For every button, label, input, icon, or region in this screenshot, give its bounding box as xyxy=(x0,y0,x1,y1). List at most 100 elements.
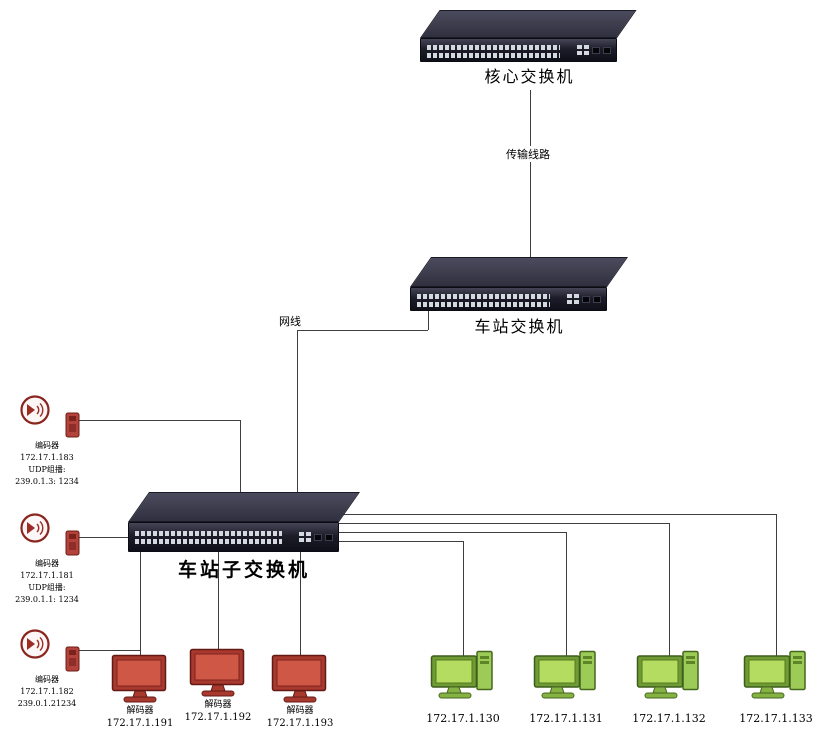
sub-switch[interactable] xyxy=(128,492,361,552)
computer-node-1[interactable]: 172.17.1.130 xyxy=(411,650,515,725)
sub-switch-label: 车站子交换机 xyxy=(177,559,310,581)
decoder-name: 解码器 xyxy=(286,706,314,716)
sfp-slot xyxy=(582,295,590,303)
decoder-monitor-icon xyxy=(189,648,245,697)
decoder-node-1[interactable]: 解码器 172.17.1.191 xyxy=(100,654,180,730)
desktop-computer-icon xyxy=(533,650,596,699)
desktop-computer-icon xyxy=(636,650,699,699)
computer-ip: 172.17.1.133 xyxy=(739,712,813,725)
wire-trunk xyxy=(530,90,531,258)
decoder-node-3[interactable]: 解码器 172.17.1.193 xyxy=(260,654,340,730)
computer-node-4[interactable]: 172.17.1.133 xyxy=(724,650,828,725)
uplink-port-grid xyxy=(299,532,311,542)
wire-pc3-v xyxy=(669,523,670,657)
core-switch[interactable] xyxy=(420,10,639,62)
lan-link-label: 网线 xyxy=(277,313,303,329)
decoder-ip: 172.17.1.192 xyxy=(184,712,252,723)
uplink-port xyxy=(584,45,589,49)
wire-lan-horizontal xyxy=(297,330,428,331)
uplink-ports xyxy=(299,532,333,542)
switch-front-face xyxy=(420,38,617,62)
uplink-ports xyxy=(577,45,611,55)
encoder-node-3[interactable]: 编码器 172.17.1.182 239.0.1.21234 xyxy=(8,628,86,710)
uplink-port xyxy=(567,300,572,304)
uplink-port-grid xyxy=(577,45,589,55)
uplink-port xyxy=(306,538,311,542)
decoder-name: 解码器 xyxy=(204,700,232,710)
uplink-port xyxy=(584,51,589,55)
encoder-multicast: 239.0.1.3: 1234 xyxy=(15,477,79,486)
encoder-name: 编码器 xyxy=(35,559,59,568)
sfp-slot xyxy=(592,46,600,54)
audio-encoder-icon xyxy=(20,513,80,556)
decoder-node-2[interactable]: 解码器 172.17.1.192 xyxy=(178,648,258,724)
wire-pc1-h xyxy=(336,541,463,542)
wire-decoder2-v xyxy=(218,545,219,649)
wire-encoder3-h xyxy=(70,650,141,651)
decoder-monitor-icon xyxy=(111,654,167,703)
port-row xyxy=(417,302,550,307)
sfp-slot xyxy=(314,533,322,541)
audio-encoder-icon xyxy=(20,395,80,438)
encoder-caption: 编码器 172.17.1.182 239.0.1.21234 xyxy=(8,674,86,710)
wire-pc4-h xyxy=(336,514,776,515)
uplink-ports xyxy=(567,294,601,304)
decoder-ip: 172.17.1.191 xyxy=(106,718,174,729)
port-grid xyxy=(135,531,282,547)
wire-pc4-v xyxy=(776,514,777,657)
uplink-port xyxy=(306,532,311,536)
uplink-port xyxy=(574,294,579,298)
encoder-node-1[interactable]: 编码器 172.17.1.183 UDP组播: 239.0.1.3: 1234 xyxy=(8,394,86,488)
switch-front-face xyxy=(128,522,339,552)
uplink-port xyxy=(574,300,579,304)
computer-ip: 172.17.1.130 xyxy=(426,712,500,725)
port-grid xyxy=(427,45,560,61)
station-switch-label: 车站交换机 xyxy=(474,317,565,336)
wire-lan-stub xyxy=(428,309,429,330)
port-row xyxy=(427,53,560,58)
wire-encoder2-h xyxy=(70,537,134,538)
trunk-link-label: 传输线路 xyxy=(504,146,552,162)
desktop-computer-icon xyxy=(743,650,806,699)
uplink-port xyxy=(299,532,304,536)
switch-front-face xyxy=(410,287,607,311)
encoder-name: 编码器 xyxy=(35,441,59,450)
computer-ip: 172.17.1.131 xyxy=(529,712,603,725)
wire-pc3-h xyxy=(336,523,669,524)
encoder-udp-label: UDP组播: xyxy=(28,465,66,474)
wire-encoder1-h xyxy=(70,420,241,421)
switch-top-face xyxy=(128,492,361,522)
desktop-computer-icon xyxy=(430,650,493,699)
wire-pc1-v xyxy=(463,541,464,657)
switch-top-face xyxy=(420,10,637,38)
encoder-name: 编码器 xyxy=(35,675,59,684)
station-switch[interactable] xyxy=(410,257,629,311)
decoder-ip: 172.17.1.193 xyxy=(266,718,334,729)
decoder-monitor-icon xyxy=(271,654,327,703)
encoder-multicast: 239.0.1.21234 xyxy=(17,699,77,708)
switch-top-face xyxy=(410,257,629,287)
encoder-ip: 172.17.1.181 xyxy=(20,571,74,580)
port-row xyxy=(427,45,560,50)
wire-decoder3-v xyxy=(300,545,301,655)
sfp-slot xyxy=(593,295,601,303)
uplink-port xyxy=(577,51,582,55)
encoder-node-2[interactable]: 编码器 172.17.1.181 UDP组播: 239.0.1.1: 1234 xyxy=(8,512,86,606)
audio-encoder-icon xyxy=(20,629,80,672)
encoder-ip: 172.17.1.183 xyxy=(20,453,74,462)
computer-node-3[interactable]: 172.17.1.132 xyxy=(617,650,721,725)
wire-encoder1-v xyxy=(240,420,241,500)
port-row xyxy=(417,294,550,299)
computer-node-2[interactable]: 172.17.1.131 xyxy=(514,650,618,725)
encoder-caption: 编码器 172.17.1.181 UDP组播: 239.0.1.1: 1234 xyxy=(8,558,86,606)
core-switch-label: 核心交换机 xyxy=(484,67,575,86)
sfp-slot xyxy=(325,533,333,541)
uplink-port-grid xyxy=(567,294,579,304)
encoder-ip: 172.17.1.182 xyxy=(20,687,74,696)
sfp-slot xyxy=(603,46,611,54)
port-row xyxy=(135,539,282,544)
uplink-port xyxy=(567,294,572,298)
encoder-udp-label: UDP组播: xyxy=(28,583,66,592)
uplink-port xyxy=(299,538,304,542)
